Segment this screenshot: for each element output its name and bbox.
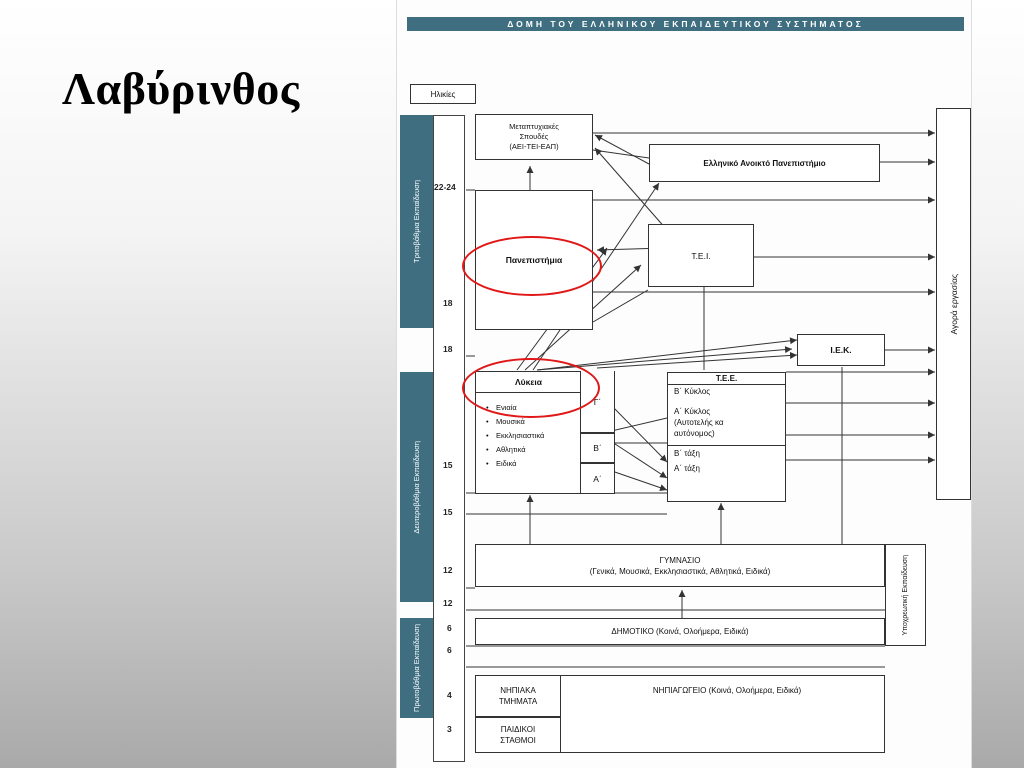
gymnasio-types: (Γενικά, Μουσικά, Εκκλησιαστικά, Αθλητικ… (589, 566, 771, 576)
age-15-upper: 15 (443, 460, 453, 470)
nipiaka-box: ΝΗΠΙΑΚΑ ΤΜΗΜΑΤΑ (475, 675, 561, 717)
lykeia-type-item: Μουσικά (486, 415, 614, 429)
age-15-lower: 15 (443, 507, 453, 517)
tee-b-class: Β΄ τάξη (674, 449, 700, 458)
paidikoi-line-1: ΠΑΙΔΙΚΟΙ (500, 725, 536, 734)
postgrad-line-2: Σπουδές (519, 132, 549, 141)
paidikoi-line-2: ΣΤΑΘΜΟΙ (500, 736, 536, 745)
paidikoi-box: ΠΑΙΔΙΚΟΙ ΣΤΑΘΜΟΙ (475, 717, 561, 753)
postgrad-line-1: Μεταπτυχιακές (509, 122, 559, 131)
age-4: 4 (447, 690, 452, 700)
slide-title: Λαβύρινθος (62, 63, 300, 114)
age-18-upper: 18 (443, 298, 453, 308)
tee-b-cycle: Β΄ Κύκλος (674, 387, 711, 396)
gymnasio-title: ΓΥΜΝΑΣΙΟ (659, 555, 701, 565)
age-18-lower: 18 (443, 344, 453, 354)
tei-box: Τ.Ε.Ι. (648, 224, 754, 287)
education-structure-diagram: ΔΟΜΗ ΤΟΥ ΕΛΛΗΝΙΚΟΥ ΕΚΠΑΙΔΕΥΤΙΚΟΥ ΣΥΣΤΗΜΑ… (397, 0, 971, 768)
nipiagogeio-label: ΝΗΠΙΑΓΩΓΕΙΟ (Κοινά, Ολοήμερα, Ειδικά) (652, 686, 802, 695)
dimotiko-box: ΔΗΜΟΤΙΚΟ (Κοινά, Ολοήμερα, Ειδικά) (475, 618, 885, 645)
gymnasio-box: ΓΥΜΝΑΣΙΟ (Γενικά, Μουσικά, Εκκλησιαστικά… (475, 544, 885, 587)
age-12-lower: 12 (443, 598, 453, 608)
labour-market-box: Αγορά εργασίας (936, 108, 971, 500)
secondary-level-band: Δευτεροβάθμια Εκπαίδευση (400, 372, 433, 602)
open-university-box: Ελληνικό Ανοικτό Πανεπιστήμιο (649, 144, 880, 182)
tee-a-cycle-line-1: Α΄ Κύκλος (674, 407, 711, 416)
postgrad-line-3: (ΑΕΙ-ΤΕΙ-ΕΑΠ) (509, 142, 559, 151)
tee-a-cycle-line-3: αυτόνομος) (674, 429, 715, 438)
tee-a-class: Α΄ τάξη (674, 464, 700, 473)
age-22-24: 22-24 (434, 182, 456, 192)
compulsory-education-label: Υποχρεωτική Εκπαίδευση (902, 554, 909, 636)
diagram-header: ΔΟΜΗ ΤΟΥ ΕΛΛΗΝΙΚΟΥ ΕΚΠΑΙΔΕΥΤΙΚΟΥ ΣΥΣΤΗΜΑ… (407, 17, 964, 31)
class-b-box: Β΄ (580, 433, 615, 463)
compulsory-education-box: Υποχρεωτική Εκπαίδευση (885, 544, 926, 646)
primary-level-band: Πρωτοβάθμια Εκπαίδευση (400, 618, 433, 718)
age-3: 3 (447, 724, 452, 734)
lykeia-type-item: Εκκλησιαστικά (486, 429, 614, 443)
nipiaka-line-2: ΤΜΗΜΑΤΑ (498, 697, 538, 706)
ages-label: Ηλικίες (410, 84, 476, 104)
tee-title: Τ.Ε.Ε. (668, 373, 785, 385)
universities-highlight-oval (462, 236, 602, 296)
labour-market-label: Αγορά εργασίας (948, 273, 959, 335)
age-column (433, 115, 465, 762)
age-6-upper: 6 (447, 623, 452, 633)
nipiaka-line-1: ΝΗΠΙΑΚΑ (500, 686, 536, 695)
lykeia-highlight-oval (462, 358, 600, 418)
age-12-upper: 12 (443, 565, 453, 575)
tee-a-cycle-line-2: (Αυτοτελής κα (674, 418, 724, 427)
age-6-lower: 6 (447, 645, 452, 655)
tee-box: Τ.Ε.Ε. Β΄ Κύκλος Α΄ Κύκλος (Αυτοτελής κα… (667, 372, 786, 502)
lykeia-type-item: Αθλητικά (486, 443, 614, 457)
tee-a-cycle: Α΄ Κύκλος (Αυτοτελής κα αυτόνομος) (668, 396, 785, 439)
lykeia-type-item: Ειδικά (486, 457, 614, 471)
tertiary-level-band: Τριτοβάθμια Εκπαίδευση (400, 115, 433, 328)
iek-box: Ι.Ε.Κ. (797, 334, 885, 366)
postgrad-box: Μεταπτυχιακές Σπουδές (ΑΕΙ-ΤΕΙ-ΕΑΠ) (475, 114, 593, 160)
class-a-box: Α΄ (580, 463, 615, 494)
